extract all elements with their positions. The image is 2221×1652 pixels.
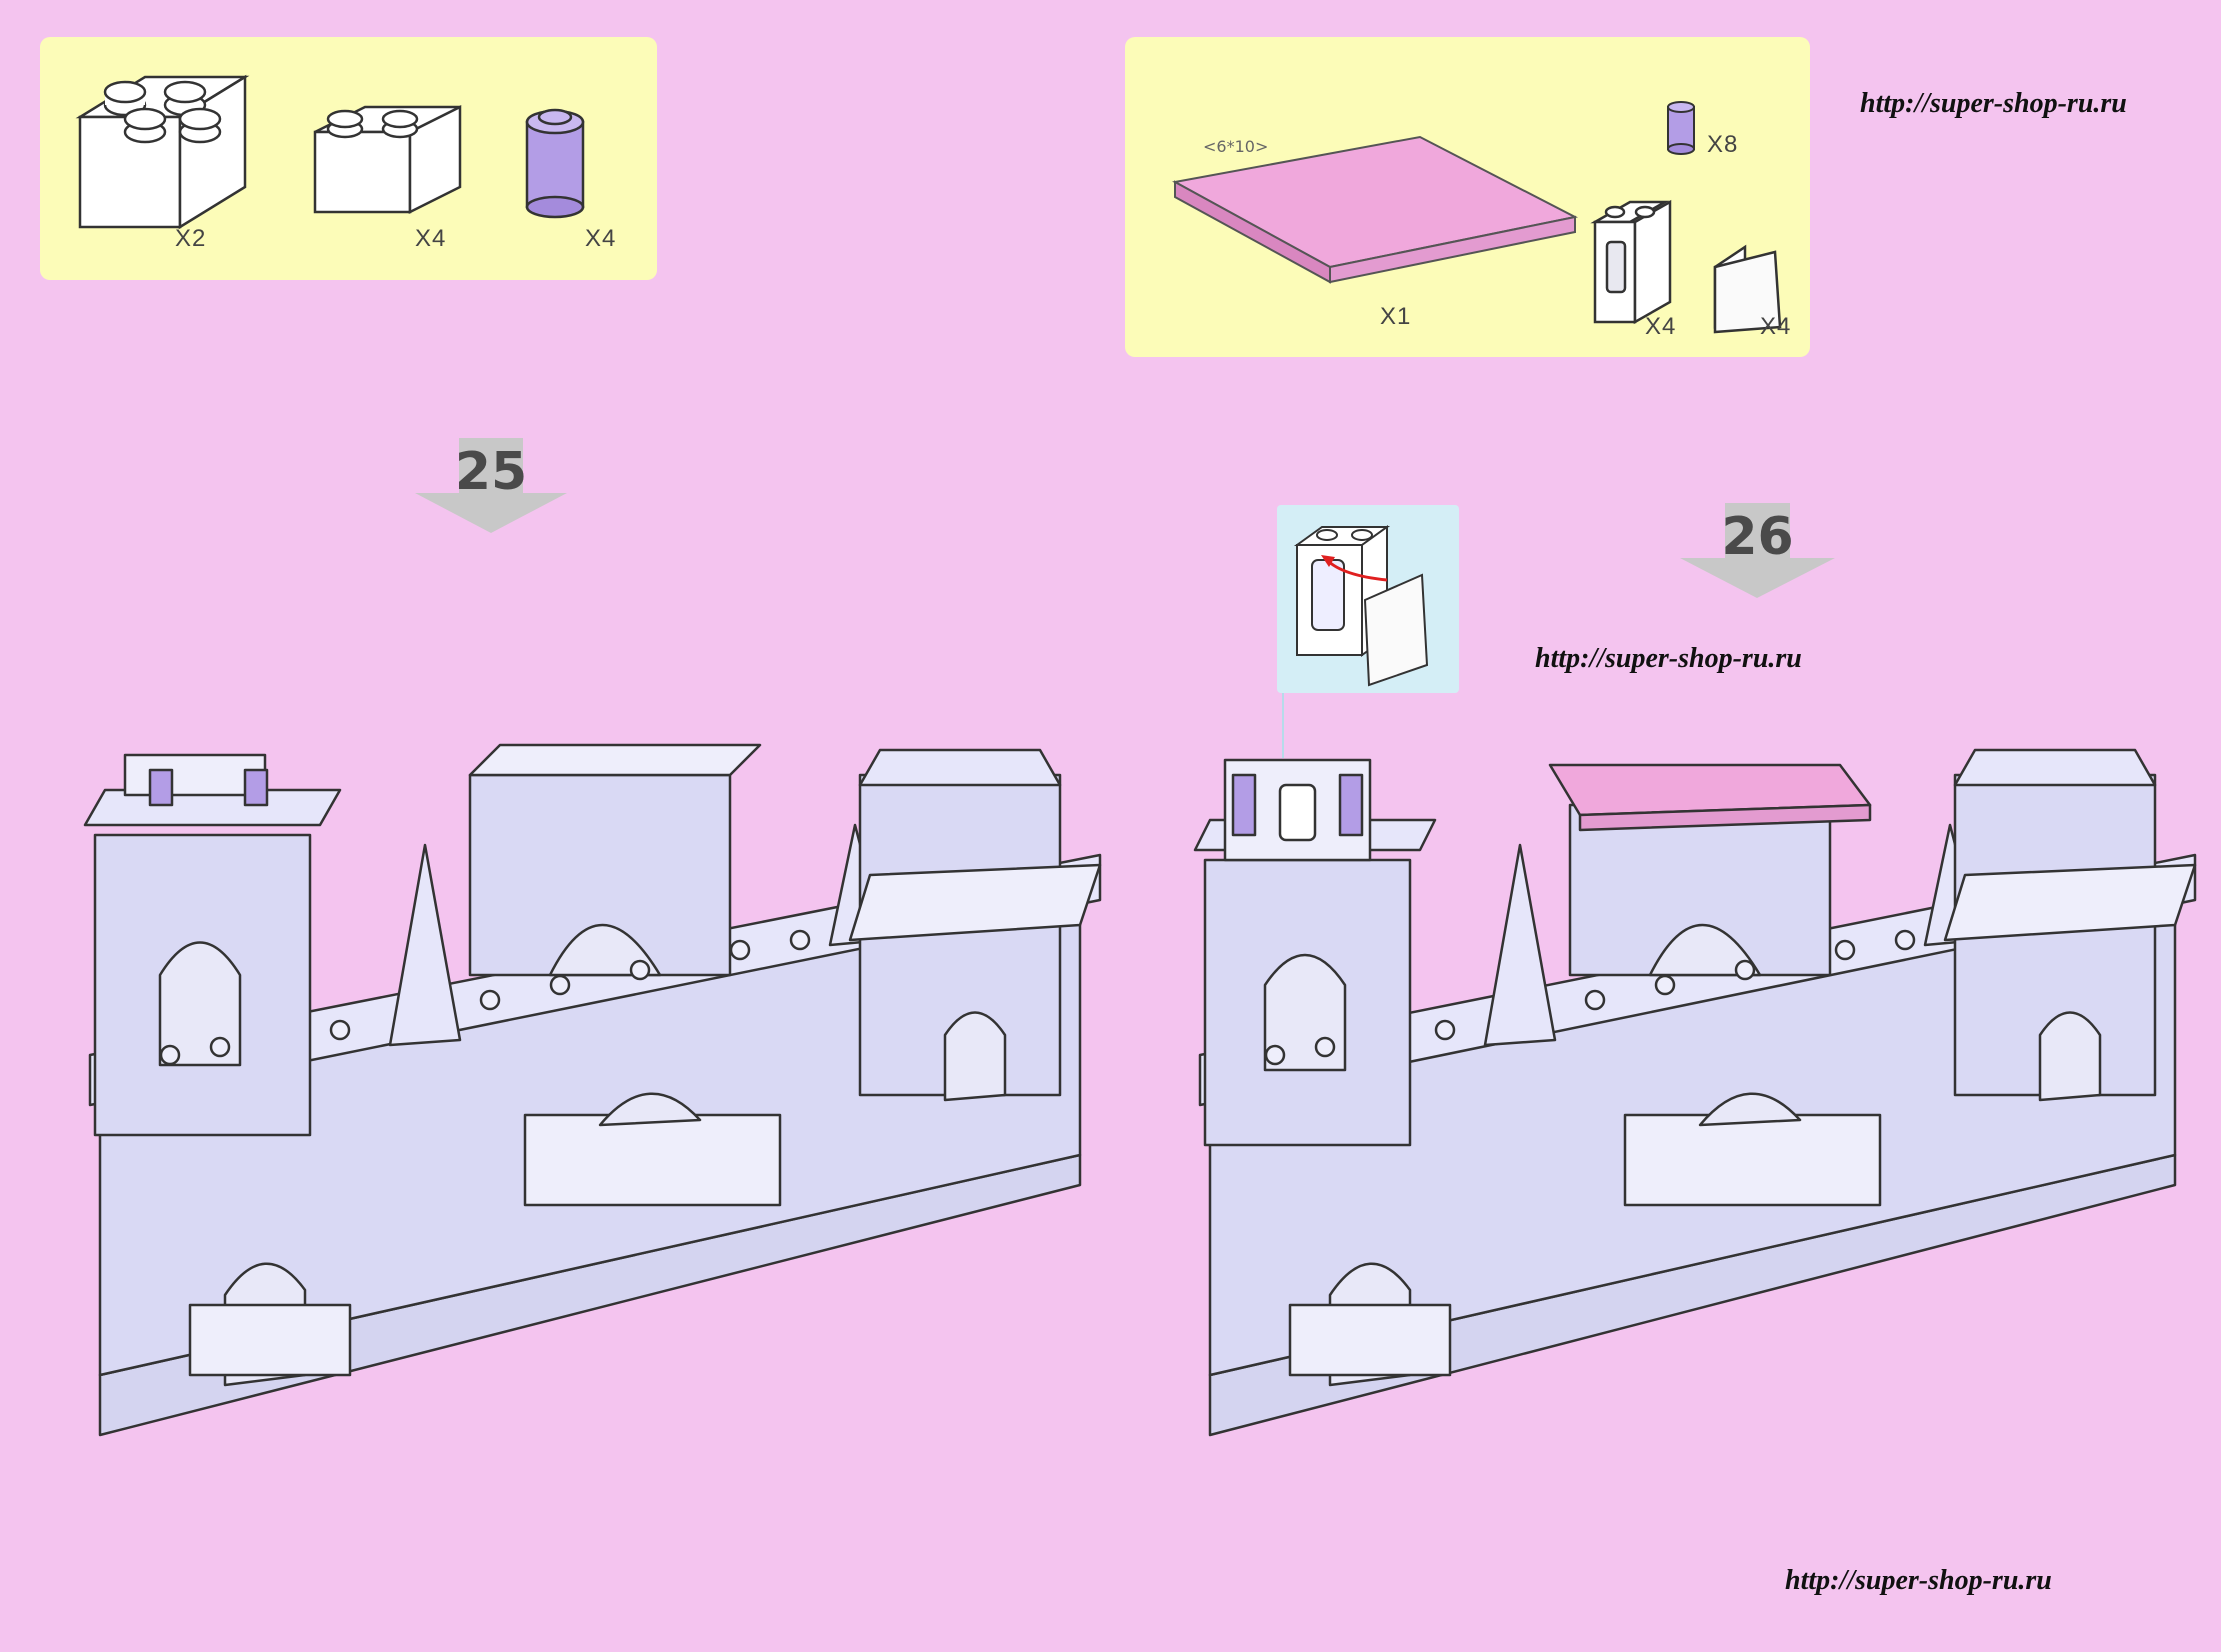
round-brick-icon — [525, 108, 585, 219]
step-25-marker: 25 — [415, 438, 567, 538]
callout-leader-line — [1282, 693, 1284, 758]
watermark-url: http://super-shop-ru.ru — [1535, 643, 1802, 674]
quantity-label: X4 — [585, 225, 617, 252]
round-brick — [1338, 773, 1364, 837]
spire — [1483, 843, 1557, 1047]
window-pane — [1278, 783, 1317, 842]
step-arrow-icon — [1680, 503, 1835, 598]
step-number: 26 — [1721, 507, 1794, 567]
castle-model-step-25 — [83, 743, 1102, 1437]
brick-2x2-icon — [75, 74, 250, 230]
window-pane-icon — [1713, 244, 1782, 334]
parts-list-step-26: <6*10> X1 X8 X4 X4 — [1125, 37, 1810, 357]
watermark-url: http://super-shop-ru.ru — [1860, 88, 2127, 119]
balcony — [188, 1303, 352, 1377]
quantity-label: X4 — [415, 225, 447, 252]
step-number: 25 — [454, 442, 528, 502]
quantity-label: X4 — [1760, 313, 1792, 340]
round-brick — [148, 768, 174, 807]
window-detail-callout — [1277, 505, 1459, 693]
quantity-label: X2 — [175, 225, 207, 252]
castle-model-step-26 — [1193, 748, 2197, 1437]
quantity-label: X1 — [1380, 303, 1412, 330]
brick-2x4-icon — [313, 104, 462, 215]
parts-illustration — [1172, 101, 1782, 334]
window-frame-icon — [1590, 199, 1672, 325]
round-brick — [1231, 773, 1257, 837]
parts-illustration — [75, 74, 585, 230]
round-brick-icon — [1667, 101, 1695, 155]
step-arrow-icon — [415, 438, 567, 533]
spire — [388, 843, 462, 1047]
step-26-marker: 26 — [1680, 503, 1835, 603]
balcony — [523, 1113, 782, 1207]
balcony — [1288, 1303, 1452, 1377]
plate-size-label: <6*10> — [1203, 137, 1269, 156]
plate-6x10-icon — [1172, 135, 1578, 284]
quantity-label: X4 — [1645, 313, 1677, 340]
watermark-url: http://super-shop-ru.ru — [1785, 1565, 2052, 1596]
round-brick — [243, 768, 269, 807]
quantity-label: X8 — [1707, 131, 1739, 158]
parts-list-step-25: X2 X4 X4 — [40, 37, 657, 280]
window-insert-diagram — [1293, 525, 1429, 687]
balcony — [1623, 1113, 1882, 1207]
